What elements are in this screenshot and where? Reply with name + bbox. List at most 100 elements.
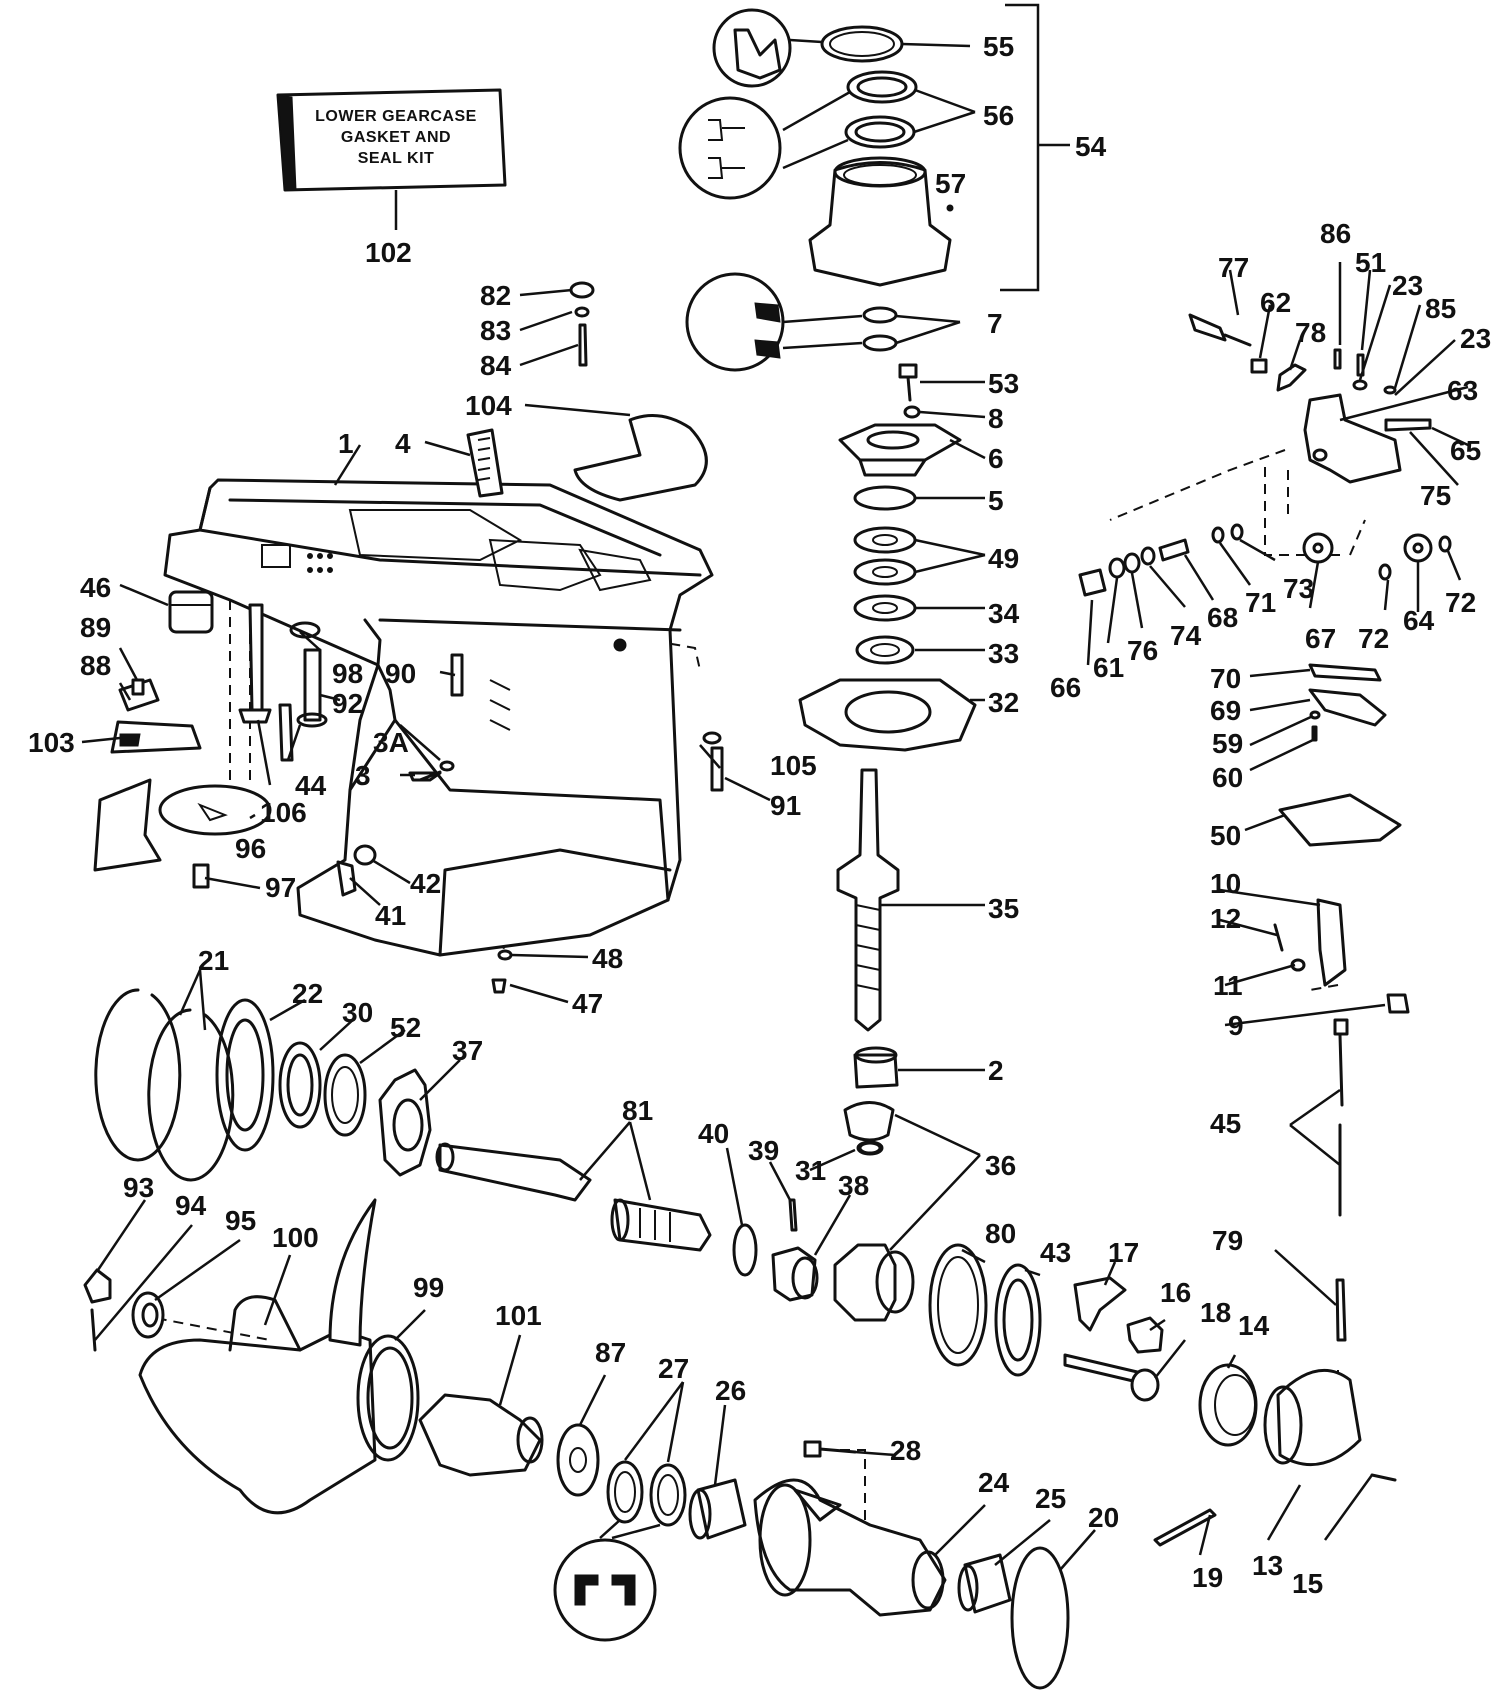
callout-12: 12 bbox=[1210, 903, 1241, 934]
callout-97: 97 bbox=[265, 872, 296, 903]
callout-96: 96 bbox=[235, 833, 266, 864]
callout-62: 62 bbox=[1260, 287, 1291, 318]
callout-98: 98 bbox=[332, 658, 363, 689]
callout-55: 55 bbox=[983, 31, 1014, 62]
callout-80: 80 bbox=[985, 1218, 1016, 1249]
callout-103: 103 bbox=[28, 727, 75, 758]
callout-67: 67 bbox=[1305, 623, 1336, 654]
callout-25: 25 bbox=[1035, 1483, 1066, 1514]
callout-74: 74 bbox=[1170, 620, 1202, 651]
callout-54: 54 bbox=[1075, 131, 1107, 162]
callout-66: 66 bbox=[1050, 672, 1081, 703]
callout-106: 106 bbox=[260, 797, 307, 828]
callout-43: 43 bbox=[1040, 1237, 1071, 1268]
callout-64: 64 bbox=[1403, 605, 1435, 636]
callout-90: 90 bbox=[385, 658, 416, 689]
callout-38: 38 bbox=[838, 1170, 869, 1201]
callout-13: 13 bbox=[1252, 1550, 1283, 1581]
callout-48: 48 bbox=[592, 943, 623, 974]
callout-34: 34 bbox=[988, 598, 1020, 629]
housing-small-parts bbox=[93, 281, 724, 994]
left-leaders bbox=[81, 288, 771, 1004]
callout-3: 3 bbox=[355, 760, 371, 791]
callout-26: 26 bbox=[715, 1375, 746, 1406]
callout-60: 60 bbox=[1212, 762, 1243, 793]
callout-92: 92 bbox=[332, 688, 363, 719]
callout-3A: 3A bbox=[373, 727, 409, 758]
callout-24: 24 bbox=[978, 1467, 1010, 1498]
callout-68: 68 bbox=[1207, 602, 1238, 633]
callout-30: 30 bbox=[342, 997, 373, 1028]
callout-85: 85 bbox=[1425, 293, 1456, 324]
callout-104: 104 bbox=[465, 390, 512, 421]
callout-6: 6 bbox=[988, 443, 1004, 474]
callout-22: 22 bbox=[292, 978, 323, 1009]
callout-20: 20 bbox=[1088, 1502, 1119, 1533]
gear-train-group bbox=[94, 969, 1362, 1467]
callout-53: 53 bbox=[988, 368, 1019, 399]
callout-35: 35 bbox=[988, 893, 1019, 924]
callout-2: 2 bbox=[988, 1055, 1004, 1086]
callout-28: 28 bbox=[890, 1435, 921, 1466]
callout-86: 86 bbox=[1320, 218, 1351, 249]
callout-14: 14 bbox=[1238, 1310, 1270, 1341]
callout-69: 69 bbox=[1210, 695, 1241, 726]
callout-87: 87 bbox=[595, 1337, 626, 1368]
callout-16: 16 bbox=[1160, 1277, 1191, 1308]
callout-99: 99 bbox=[413, 1272, 444, 1303]
callout-93: 93 bbox=[123, 1172, 154, 1203]
callout-45: 45 bbox=[1210, 1108, 1241, 1139]
callout-57: 57 bbox=[935, 168, 966, 199]
callout-42: 42 bbox=[410, 868, 441, 899]
callout-100: 100 bbox=[272, 1222, 319, 1253]
callout-49: 49 bbox=[988, 543, 1019, 574]
callout-41: 41 bbox=[375, 900, 406, 931]
callout-33: 33 bbox=[988, 638, 1019, 669]
callout-105: 105 bbox=[770, 750, 817, 781]
callout-10: 10 bbox=[1210, 868, 1241, 899]
callout-72b: 72 bbox=[1445, 587, 1476, 618]
callout-56: 56 bbox=[983, 100, 1014, 131]
callout-72a: 72 bbox=[1358, 623, 1389, 654]
gasket-seal-kit-box: LOWER GEARCASE GASKET AND SEAL KIT bbox=[276, 88, 507, 230]
callout-50: 50 bbox=[1210, 820, 1241, 851]
callout-101: 101 bbox=[495, 1300, 542, 1331]
water-pump-seal-group bbox=[678, 3, 1070, 372]
callout-17: 17 bbox=[1108, 1237, 1139, 1268]
callout-44: 44 bbox=[295, 770, 327, 801]
callout-71: 71 bbox=[1245, 587, 1276, 618]
callout-63: 63 bbox=[1447, 375, 1478, 406]
gearcase-housing bbox=[163, 478, 714, 957]
kit-label-line2: GASKET AND bbox=[341, 129, 451, 146]
callout-51: 51 bbox=[1355, 247, 1386, 278]
callout-7: 7 bbox=[987, 308, 1003, 339]
callout-61: 61 bbox=[1093, 652, 1124, 683]
callout-23a: 23 bbox=[1392, 270, 1423, 301]
shift-linkage-group bbox=[1078, 262, 1469, 1342]
callout-36: 36 bbox=[985, 1150, 1016, 1181]
callout-94: 94 bbox=[175, 1190, 207, 1221]
callout-19: 19 bbox=[1192, 1562, 1223, 1593]
callout-11: 11 bbox=[1213, 970, 1243, 1001]
callout-47: 47 bbox=[572, 988, 603, 1019]
callout-37: 37 bbox=[452, 1035, 483, 1066]
callout-81: 81 bbox=[622, 1095, 653, 1126]
callout-79: 79 bbox=[1212, 1225, 1243, 1256]
callout-77: 77 bbox=[1218, 252, 1249, 283]
callout-31: 31 bbox=[795, 1155, 826, 1186]
callout-15: 15 bbox=[1292, 1568, 1323, 1599]
callout-18: 18 bbox=[1200, 1297, 1231, 1328]
callout-70: 70 bbox=[1210, 663, 1241, 694]
callout-76: 76 bbox=[1127, 635, 1158, 666]
callout-78: 78 bbox=[1295, 317, 1326, 348]
callout-95: 95 bbox=[225, 1205, 256, 1236]
callout-9: 9 bbox=[1228, 1010, 1244, 1041]
callout-27: 27 bbox=[658, 1353, 689, 1384]
callout-32: 32 bbox=[988, 687, 1019, 718]
callout-4: 4 bbox=[395, 428, 411, 459]
callout-75: 75 bbox=[1420, 480, 1451, 511]
callout-labels: 102 82 83 84 104 1 4 46 89 88 103 98 90 … bbox=[28, 31, 1491, 1599]
callout-65: 65 bbox=[1450, 435, 1481, 466]
callout-40: 40 bbox=[698, 1118, 729, 1149]
